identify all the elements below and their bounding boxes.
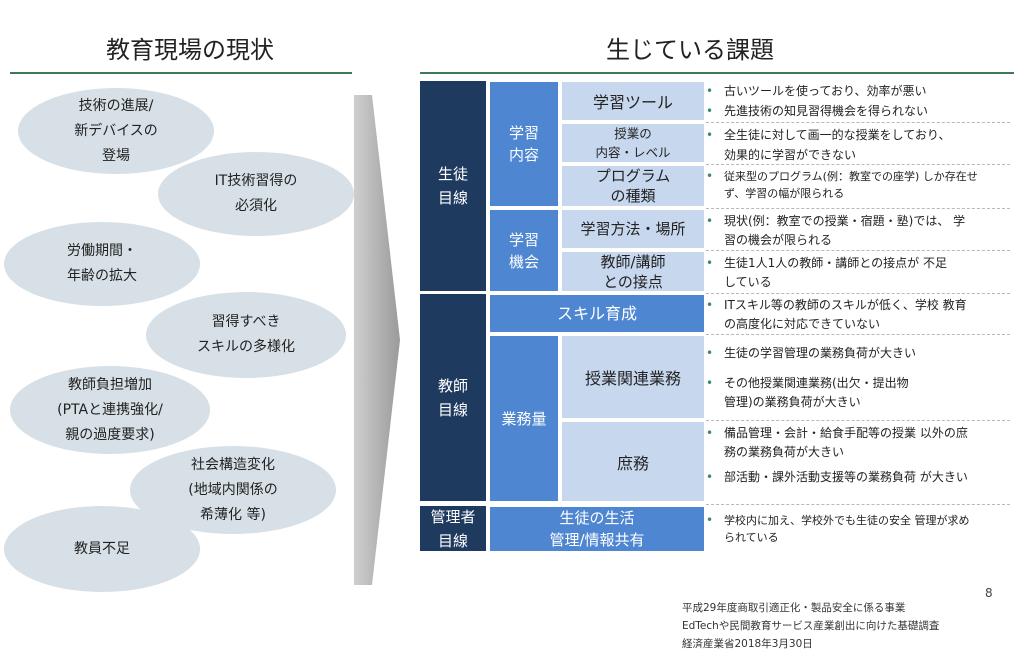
issue-text: 現状(例：教室での授業・宿題・塾)では、 学 習の機会が限られる: [724, 214, 966, 247]
cause-text: IT技術習得の 必須化: [214, 173, 298, 214]
subcategory-label: 授業関連業務: [584, 369, 681, 388]
cause-text: 労働期間・ 年齢の拡大: [67, 243, 137, 284]
bullet-icon: •: [706, 470, 714, 484]
category-label: 業務量: [501, 409, 547, 428]
issue-item: • 学校内に加え、学校外でも生徒の安全 管理が求め られている: [706, 512, 1020, 546]
category-label: スキル育成: [556, 303, 637, 323]
issue-item: • 生徒1人1人の教師・講師との接点が 不足 している: [706, 254, 1020, 292]
cause-ellipse-4: 習得すべき スキルの多様化: [146, 292, 346, 378]
bullet-icon: •: [706, 298, 714, 312]
cause-ellipse-7: 教員不足: [4, 506, 200, 592]
cause-ellipse-2: IT技術習得の 必須化: [158, 152, 354, 236]
cause-text: 技術の進展/ 新デバイスの 登場: [74, 97, 158, 164]
group-label: 管理者 目線: [430, 507, 476, 550]
group-label: 教師 目線: [437, 376, 468, 419]
left-heading-rule: [10, 72, 352, 74]
subcategory-method-place: 学習方法・場所: [561, 209, 705, 249]
category-learning-opportunity: 学習 機会: [489, 209, 559, 292]
row-divider: [706, 334, 1010, 335]
source-line: 経済産業省2018年3月30日: [682, 638, 813, 650]
subcategory-label: プログラム の種類: [595, 167, 671, 205]
source-line: EdTechや民間教育サービス産業創出に向けた基礎調査: [682, 620, 940, 632]
issue-text: 全生徒に対して画一的な授業をしており、 効果的に学習ができない: [724, 128, 951, 162]
issue-text: 古いツールを使っており、効率が悪い: [724, 84, 927, 98]
right-heading-rule: [420, 72, 1014, 74]
cause-text: 社会構造変化 (地域内関係の 希薄化 等): [188, 456, 278, 523]
group-manager: 管理者 目線: [420, 506, 486, 552]
bullet-icon: •: [706, 346, 714, 360]
bullet-icon: •: [706, 128, 714, 142]
bullet-icon: •: [706, 104, 714, 118]
flow-arrow-icon: [354, 95, 400, 585]
source-line: 平成29年度商取引適正化・製品安全に係る事業: [682, 602, 906, 614]
row-divider: [706, 504, 1010, 505]
subcategory-label: 学習方法・場所: [580, 220, 686, 238]
subcategory-class-level: 授業の 内容・レベル: [561, 123, 705, 163]
issue-item: • 全生徒に対して画一的な授業をしており、 効果的に学習ができない: [706, 125, 1020, 165]
issue-item: • 先進技術の知見習得機会を得られない: [706, 102, 1020, 121]
issue-item: • 部活動・課外活動支援等の業務負荷 が大きい: [706, 468, 1020, 487]
cause-text: 教師負担増加 (PTAと連携強化/ 親の過度要求): [57, 376, 163, 443]
cause-text: 教員不足: [74, 540, 130, 557]
issue-item: • 現状(例：教室での授業・宿題・塾)では、 学 習の機会が限られる: [706, 212, 1020, 250]
category-skill-development: スキル育成: [489, 294, 705, 333]
row-divider: [706, 420, 1010, 421]
subcategory-learning-tools: 学習ツール: [561, 81, 705, 121]
cause-ellipse-5: 教師負担増加 (PTAと連携強化/ 親の過度要求): [10, 366, 210, 454]
group-teacher: 教師 目線: [420, 294, 486, 502]
category-label: 学習 機会: [508, 230, 539, 271]
group-label: 生徒 目線: [437, 165, 468, 207]
category-label: 学習 内容: [508, 124, 539, 164]
category-label: 生徒の生活 管理/情報共有: [549, 509, 645, 549]
issue-item: • 生徒の学習管理の業務負荷が大きい: [706, 344, 1020, 363]
issue-text: 備品管理・会計・給食手配等の授業 以外の庶 務の業務負荷が大きい: [724, 426, 968, 459]
category-workload: 業務量: [489, 335, 559, 502]
bullet-icon: •: [706, 169, 714, 183]
subcategory-teacher-contact: 教師/講師 との接点: [561, 251, 705, 292]
row-divider: [706, 122, 1010, 123]
issue-text: 生徒1人1人の教師・講師との接点が 不足 している: [724, 256, 947, 289]
group-student: 生徒 目線: [420, 81, 486, 292]
issue-text: その他授業関連業務(出欠・提出物 管理)の業務負荷が大きい: [724, 376, 909, 409]
right-heading: 生じている課題: [606, 36, 774, 64]
issue-item: • その他授業関連業務(出欠・提出物 管理)の業務負荷が大きい: [706, 374, 1020, 412]
bullet-icon: •: [706, 84, 714, 98]
subcategory-general-affairs: 庶務: [561, 421, 705, 502]
row-divider: [706, 250, 1010, 251]
cause-ellipse-1: 技術の進展/ 新デバイスの 登場: [18, 88, 214, 174]
issue-text: 学校内に加え、学校外でも生徒の安全 管理が求め られている: [724, 514, 970, 544]
issue-item: • 備品管理・会計・給食手配等の授業 以外の庶 務の業務負荷が大きい: [706, 424, 1020, 462]
bullet-icon: •: [706, 214, 714, 228]
subcategory-label: 授業の 内容・レベル: [595, 126, 671, 160]
issue-text: 従来型のプログラム(例：教室での座学) しか存在せ ず、学習の幅が限られる: [724, 170, 978, 200]
issue-item: • 古いツールを使っており、効率が悪い: [706, 82, 1020, 101]
row-divider: [706, 293, 1010, 294]
category-student-life: 生徒の生活 管理/情報共有: [489, 506, 705, 552]
subcategory-program-types: プログラム の種類: [561, 165, 705, 207]
issue-item: • 従来型のプログラム(例：教室での座学) しか存在せ ず、学習の幅が限られる: [706, 168, 1020, 202]
left-heading: 教育現場の現状: [106, 36, 274, 64]
row-divider: [706, 208, 1010, 209]
cause-ellipse-3: 労働期間・ 年齢の拡大: [4, 222, 200, 306]
subcategory-label: 教師/講師 との接点: [600, 252, 666, 291]
issue-text: 部活動・課外活動支援等の業務負荷 が大きい: [724, 470, 968, 484]
subcategory-label: 学習ツール: [592, 93, 673, 112]
issue-text: 先進技術の知見習得機会を得られない: [724, 104, 929, 118]
issue-text: ITスキル等の教師のスキルが低く、学校 教育 の高度化に対応できていない: [724, 298, 967, 331]
subcategory-class-tasks: 授業関連業務: [561, 335, 705, 419]
category-learning-content: 学習 内容: [489, 81, 559, 207]
issue-text: 生徒の学習管理の業務負荷が大きい: [724, 346, 917, 360]
bullet-icon: •: [706, 376, 714, 390]
issue-item: • ITスキル等の教師のスキルが低く、学校 教育 の高度化に対応できていない: [706, 296, 1020, 334]
page-number: 8: [985, 586, 993, 600]
cause-text: 習得すべき スキルの多様化: [197, 314, 295, 355]
row-divider: [706, 164, 1010, 165]
bullet-icon: •: [706, 256, 714, 270]
bullet-icon: •: [706, 513, 714, 527]
bullet-icon: •: [706, 426, 714, 440]
subcategory-label: 庶務: [616, 453, 649, 473]
